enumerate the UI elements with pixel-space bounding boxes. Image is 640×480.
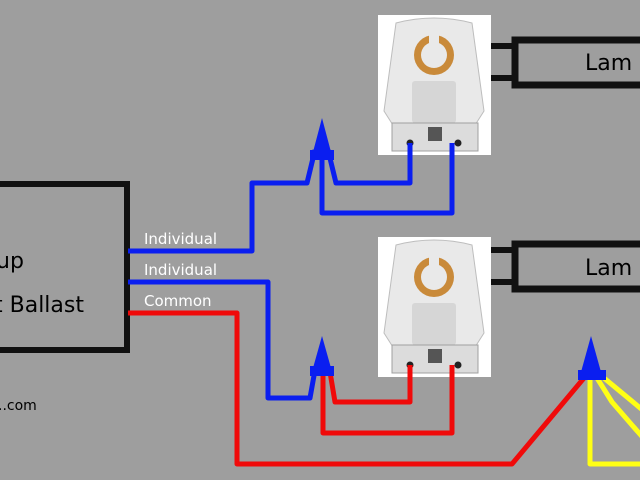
wire-blue-individual-2 bbox=[128, 279, 318, 401]
socket-1 bbox=[378, 15, 491, 155]
wire-red-common bbox=[128, 310, 586, 467]
label-individual-1: Individual bbox=[144, 230, 217, 248]
wire-yellow-inner bbox=[594, 376, 640, 439]
ballast-label-line2: t Ballast bbox=[0, 293, 84, 318]
wire-red-socket2-right bbox=[320, 365, 455, 436]
lamp-2: Lam bbox=[488, 240, 640, 293]
wire-blue-socket1-right bbox=[319, 143, 455, 216]
lamp-1-label: Lam bbox=[585, 51, 632, 76]
ballast-label-line1: up bbox=[0, 249, 24, 274]
wirenut-2 bbox=[313, 336, 331, 368]
label-common: Common bbox=[144, 292, 212, 310]
wirenut-3 bbox=[581, 336, 601, 372]
ballast-footer-text: ..com bbox=[0, 398, 37, 414]
socket-1-grip bbox=[412, 81, 456, 123]
wirenut-2-base bbox=[310, 366, 334, 376]
wire-yellow-outer bbox=[587, 378, 640, 467]
socket-1-terminal-right bbox=[454, 139, 462, 147]
socket-1-release-tab bbox=[428, 127, 442, 141]
wirenut-1 bbox=[313, 118, 331, 152]
ballast-box bbox=[0, 181, 130, 353]
socket-2-terminal-right bbox=[454, 361, 462, 369]
socket-2-slot-gap bbox=[429, 255, 439, 281]
lamp-2-label: Lam bbox=[585, 256, 632, 281]
lamp-1-tube bbox=[511, 36, 640, 89]
wirenut-3-base bbox=[578, 370, 606, 380]
lamp-1: Lam bbox=[488, 36, 640, 89]
wire-yellow-branch bbox=[602, 376, 640, 412]
socket-1-slot-gap bbox=[429, 33, 439, 59]
wire-red-socket2-left bbox=[327, 365, 413, 405]
socket-2 bbox=[378, 237, 491, 377]
wire-blue-socket1-left bbox=[325, 143, 413, 186]
wirenut-1-base bbox=[310, 150, 334, 160]
socket-2-release-tab bbox=[428, 349, 442, 363]
label-individual-2: Individual bbox=[144, 261, 217, 279]
socket-2-grip bbox=[412, 303, 456, 345]
wire-blue-individual-1 bbox=[128, 149, 318, 254]
lamp-2-tube bbox=[511, 240, 640, 293]
